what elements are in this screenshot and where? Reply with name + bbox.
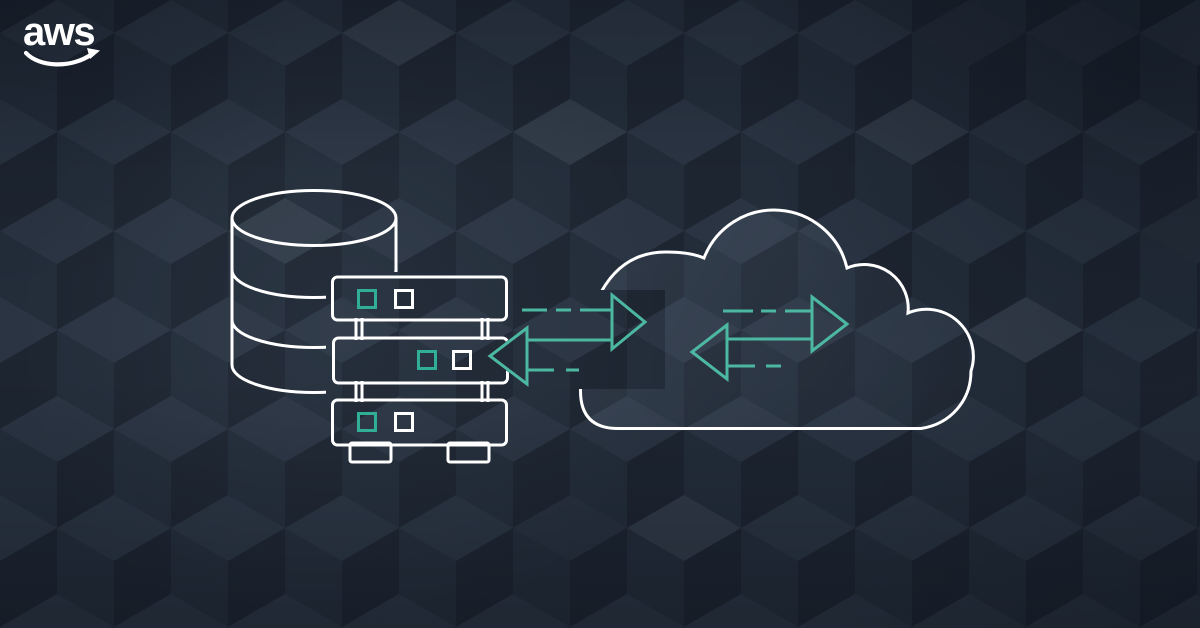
led-square-teal-icon — [357, 289, 377, 309]
led-square-teal-icon — [357, 412, 377, 432]
led-square-white-icon — [452, 350, 472, 370]
aws-smile-icon — [24, 48, 100, 67]
server-unit-2 — [332, 336, 509, 385]
server-led-squares — [357, 289, 472, 432]
right-arrow-head — [610, 291, 648, 353]
right-arrow-head — [810, 293, 850, 355]
server-unit-3 — [331, 398, 508, 447]
aws-logo-text: aws — [23, 10, 96, 54]
server-unit-1 — [331, 275, 508, 322]
server-feet — [348, 441, 491, 464]
bidirectional-transfer-arrows-icon — [487, 291, 648, 388]
led-square-white-icon — [394, 289, 414, 309]
led-square-white-icon — [394, 412, 414, 432]
led-square-teal-icon — [417, 350, 437, 370]
aws-logo: aws — [23, 10, 113, 76]
database-cylinder-icon — [230, 189, 398, 394]
server-stack-icon — [331, 275, 509, 464]
cloud-icon — [578, 208, 975, 430]
left-arrow-head — [487, 324, 529, 388]
bidirectional-transfer-arrows-icon — [689, 293, 850, 383]
left-arrow-head — [689, 321, 729, 383]
